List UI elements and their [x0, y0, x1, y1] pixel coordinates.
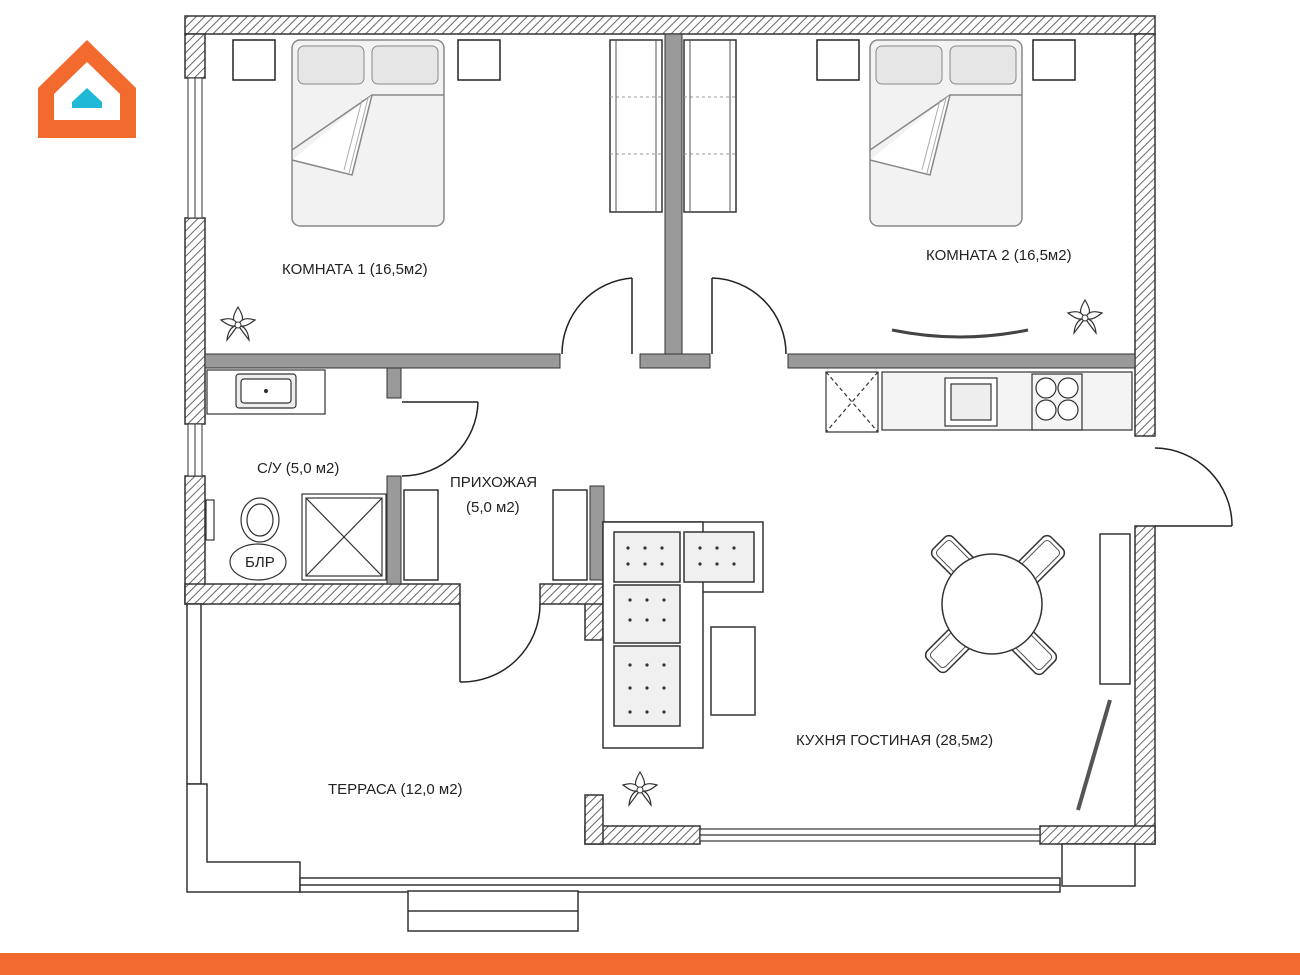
room2-label: КОМНАТА 2 (16,5м2) [926, 247, 1072, 264]
window-left-bath [187, 423, 203, 477]
room2-furniture [683, 39, 1103, 339]
bathroom-fixtures [205, 369, 387, 581]
hallway-label-line2: (5,0 м2) [466, 499, 520, 516]
room1-furniture [220, 39, 663, 341]
doors [401, 277, 1233, 683]
terrace-label: ТЕРРАСА (12,0 м2) [328, 781, 463, 798]
plant-living [622, 771, 658, 806]
tv-panel [1076, 699, 1112, 811]
dining-table [922, 532, 1068, 678]
corner-sofa [602, 521, 764, 749]
house-logo-icon [38, 40, 136, 138]
boiler-label: БЛР [245, 554, 275, 571]
accent-footer-bar [0, 953, 1300, 975]
coffee-table [710, 626, 756, 716]
kitchen-counter [825, 371, 1133, 433]
window-kitchen-bottom [699, 828, 1041, 842]
hallway-furniture [403, 489, 588, 581]
terrace-railing [186, 603, 1061, 932]
hallway-label-line1: ПРИХОЖАЯ [450, 474, 537, 491]
kitchen-step [1061, 843, 1136, 887]
kitchen-living-label: КУХНЯ ГОСТИНАЯ (28,5м2) [796, 732, 993, 749]
bathroom-label: С/У (5,0 м2) [257, 460, 339, 477]
window-right-kitchen [1099, 533, 1131, 685]
room1-label: КОМНАТА 1 (16,5м2) [282, 261, 428, 278]
window-left-room1 [187, 77, 203, 219]
interior-walls [204, 33, 1136, 585]
